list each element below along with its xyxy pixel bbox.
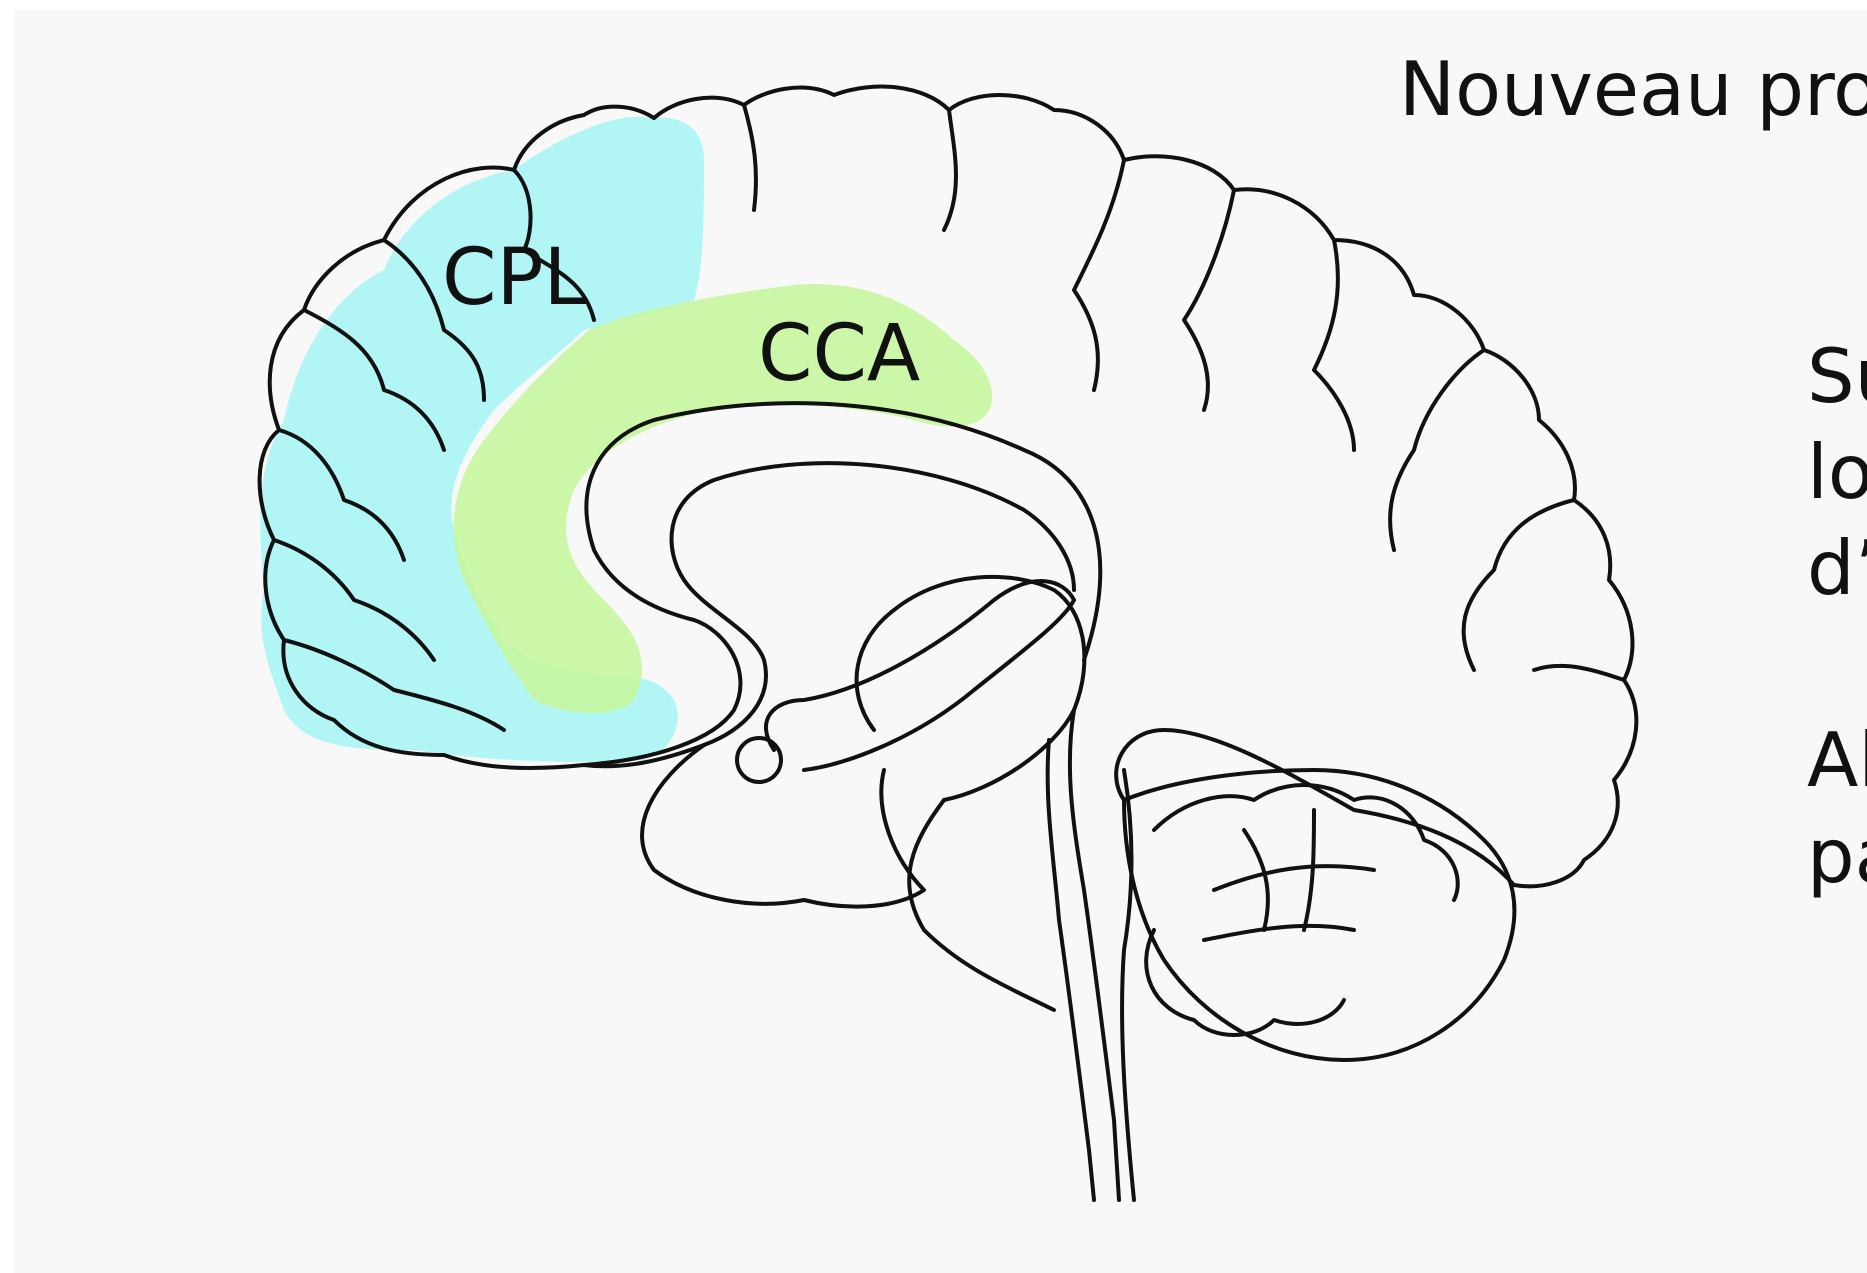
slide-body-text: Su lo d’ Al pa	[1807, 328, 1867, 904]
cca-label: CCA	[758, 309, 920, 399]
fornix	[766, 581, 1074, 750]
slide-title: Nouveau pro	[1399, 52, 1867, 127]
body-line: pa	[1807, 808, 1867, 904]
body-line: Su	[1807, 328, 1867, 424]
brainstem	[1070, 710, 1119, 1200]
temporal-lobe	[642, 745, 924, 907]
body-line: lo	[1807, 424, 1867, 520]
cpl-label: CPL	[442, 233, 587, 323]
body-line: Al	[1807, 712, 1867, 808]
slide: CPL CCA Nouveau pro Su lo d’ Al pa	[14, 10, 1867, 1273]
thalamus	[857, 577, 1085, 800]
body-line: d’	[1807, 520, 1867, 616]
brain-illustration: CPL CCA	[14, 10, 1867, 1273]
